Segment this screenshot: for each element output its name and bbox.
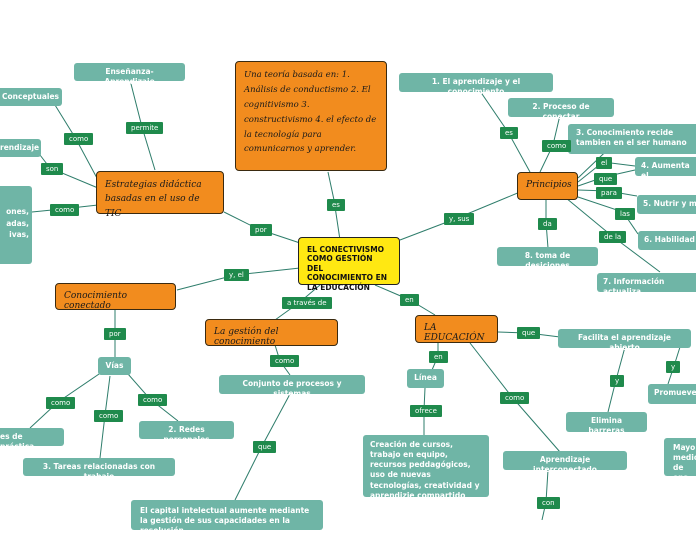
aprendizaje-interconectado-node[interactable]: Aprendizaje interconectado	[503, 451, 627, 474]
label-en-2: en	[429, 351, 448, 364]
label-el: el	[596, 157, 613, 170]
connector	[541, 469, 549, 520]
creacion-cursos-node[interactable]: Creación de cursos, trabajo en equipo, r…	[363, 435, 489, 500]
educacion-topic[interactable]: LA EDUCACIÓN	[415, 315, 498, 343]
conjunto-procesos-node[interactable]: Conjunto de procesos y sistemas	[219, 375, 365, 398]
label-por: por	[250, 224, 272, 237]
label-de-la: de la	[599, 231, 627, 244]
mind-map: EL CONECTIVISMO COMO GESTIÓN DEL CONOCIM…	[0, 61, 696, 530]
label-como-1: como	[64, 133, 94, 146]
label-permite: permite	[126, 122, 164, 135]
ensenanza-aprendizaje-node[interactable]: Enseñanza- Aprendizaje	[74, 63, 185, 86]
left-cut-node[interactable]: ones, adas, ivas,	[0, 186, 32, 264]
principio-2[interactable]: 2. Proceso de conectar	[508, 98, 614, 121]
theory-topic[interactable]: Una teoría basada en: 1. Análisis de con…	[235, 61, 387, 171]
facilita-aprendizaje-node[interactable]: Facilita el aprendizaje abierto	[558, 329, 691, 352]
capital-intelectual-node[interactable]: El capital intelectual aumente mediante …	[131, 500, 323, 535]
label-y-el: y, el	[224, 269, 249, 282]
gestion-topic[interactable]: La gestión del conocimiento	[205, 319, 338, 347]
vias-item-1[interactable]: es de práctica	[0, 428, 64, 451]
label-da: da	[538, 218, 557, 231]
label-son: son	[41, 163, 64, 176]
label-por-2: por	[104, 328, 126, 341]
central-topic[interactable]: EL CONECTIVISMO COMO GESTIÓN DEL CONOCIM…	[298, 237, 400, 292]
estrategias-topic[interactable]: Estrategias didáctica basadas en el uso …	[96, 171, 224, 219]
vias-item-3[interactable]: 3. Tareas relacionadas con trabajo	[23, 458, 175, 481]
label-como-7: como	[500, 392, 530, 405]
elimina-barreras-node[interactable]: Elimina barreras	[566, 412, 647, 435]
conocimiento-conectado-topic[interactable]: Conocimiento conectado	[55, 283, 176, 311]
principio-5[interactable]: 5. Nutrir y m	[637, 195, 696, 214]
label-y-sus: y, sus	[444, 213, 475, 226]
label-con: con	[537, 497, 560, 510]
principio-8[interactable]: 8. toma de desiciones	[497, 247, 598, 270]
label-ofrece: ofrece	[410, 405, 442, 418]
label-como-5: como	[138, 394, 168, 407]
principio-6[interactable]: 6. Habilidad	[638, 231, 696, 250]
vias-node[interactable]: Vías	[98, 357, 131, 375]
principios-topic[interactable]: Principios	[517, 172, 578, 200]
principio-7[interactable]: 7. Información actualiza	[597, 273, 696, 296]
label-y-2: y	[666, 361, 681, 374]
label-es-2: es	[500, 127, 518, 140]
label-que-2: que	[517, 327, 541, 340]
label-que-1: que	[253, 441, 277, 454]
principio-3[interactable]: 3. Conocimiento recide tambien en el ser…	[568, 124, 696, 154]
label-para: para	[596, 187, 622, 200]
label-como-4: como	[94, 410, 124, 423]
vias-item-2[interactable]: 2. Redes personales	[139, 421, 234, 444]
label-como-6: como	[270, 355, 300, 368]
label-es: es	[327, 199, 345, 212]
label-que-3: que	[594, 173, 618, 186]
aprendizaje-node[interactable]: rendizaje	[0, 139, 41, 157]
label-como-8: como	[542, 140, 572, 153]
principio-1[interactable]: 1. El aprendizaje y el conocimiento	[399, 73, 553, 96]
label-como-2: como	[50, 204, 80, 217]
label-las: las	[615, 208, 635, 221]
label-como-3: como	[46, 397, 76, 410]
label-y-1: y	[610, 375, 625, 388]
promueve-node[interactable]: Promueve	[648, 384, 696, 404]
linea-node[interactable]: Línea	[407, 369, 444, 388]
conceptuales-node[interactable]: Conceptuales	[0, 88, 62, 106]
principio-4[interactable]: 4. Aumenta el	[635, 157, 696, 180]
mayor-medio-node[interactable]: Mayor medio de ens	[664, 438, 696, 482]
label-a-traves: a través de	[282, 297, 332, 310]
label-en: en	[400, 294, 419, 307]
